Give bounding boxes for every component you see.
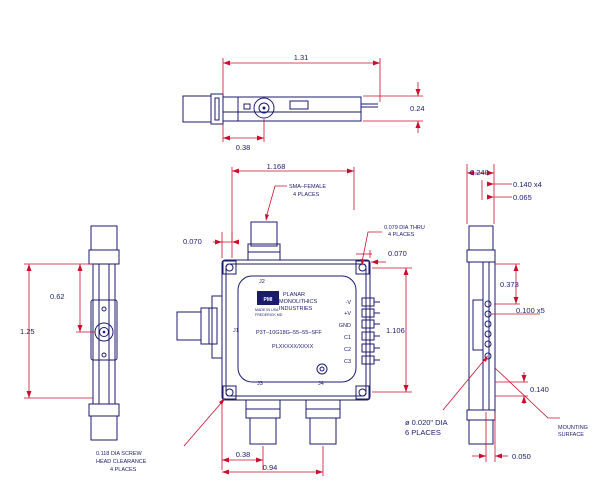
pin-label-pos-v: +V bbox=[344, 311, 351, 317]
sma-connector-j4 bbox=[305, 399, 341, 445]
left-body bbox=[92, 263, 116, 405]
sma-connector-top bbox=[182, 95, 212, 123]
port-label-j4: J4 bbox=[318, 381, 324, 387]
sma-connector-j3 bbox=[245, 399, 281, 445]
pmi-logo bbox=[257, 291, 279, 305]
pin-label-neg-v: -V bbox=[346, 300, 352, 306]
made-in-2: FREDERICK MD bbox=[255, 313, 283, 317]
dim-right-0240: 0.240 bbox=[470, 168, 489, 177]
top-housing-body bbox=[222, 96, 362, 122]
dim-front-094: 0.94 bbox=[263, 463, 278, 472]
company-name-1: PLANAR bbox=[283, 292, 305, 298]
note-mount-2: SURFACE bbox=[558, 432, 584, 438]
dim-left-125: 1.25 bbox=[20, 327, 35, 336]
company-name-3: INDUSTRIES bbox=[279, 306, 313, 312]
note-sma-female-1: SMA–FEMALE bbox=[289, 184, 326, 190]
top-connector-flange bbox=[253, 97, 275, 119]
note-screw-3: 4 PLACES bbox=[110, 467, 137, 473]
front-view: J2 J1 J3 J4 PMI PLANAR MONOLITHICS INDUS… bbox=[96, 162, 425, 476]
mounting-hole-bl bbox=[222, 385, 237, 400]
dim-right-0373: 0.373 bbox=[500, 280, 519, 289]
dim-front-0070-left: 0.070 bbox=[183, 237, 202, 246]
pin-label-gnd: GND bbox=[339, 323, 351, 329]
left-sma-top bbox=[90, 225, 118, 251]
pin-label-c3: C3 bbox=[344, 359, 351, 365]
company-name-2: MONOLITHICS bbox=[279, 299, 318, 305]
dim-right-0050: 0.050 bbox=[512, 452, 531, 461]
note-pin-dia-1: ø 0.020" DIA bbox=[405, 418, 448, 427]
mounting-hole-tl bbox=[222, 260, 237, 275]
serial-number: PLXXXXX/XXXX bbox=[272, 344, 314, 350]
note-mount-1: MOUNTING bbox=[558, 425, 588, 431]
label-plate bbox=[237, 275, 357, 383]
note-thru-1: 0.079 DIA THRU bbox=[384, 225, 425, 231]
port-label-j2: J2 bbox=[259, 279, 265, 285]
dim-top-conn: 0.38 bbox=[236, 143, 251, 152]
dim-right-0140x4: 0.140 x4 bbox=[513, 180, 542, 189]
right-pin-column bbox=[484, 300, 492, 360]
sma-connector-j1 bbox=[176, 295, 223, 359]
sma-connector-j2 bbox=[247, 221, 281, 261]
mounting-hole-br bbox=[355, 385, 370, 400]
dim-left-062: 0.62 bbox=[50, 292, 65, 301]
port-label-j1: J1 bbox=[233, 328, 239, 334]
part-number: P3T–10G18G–55–55–SFF bbox=[256, 330, 322, 336]
top-view: 1.31 0.24 0.38 bbox=[182, 53, 425, 152]
dim-front-038: 0.38 bbox=[236, 450, 251, 459]
front-housing bbox=[221, 259, 371, 401]
note-pin-dia-2: 6 PLACES bbox=[405, 428, 441, 437]
right-sma-top bbox=[468, 225, 494, 251]
dim-front-width: 1.168 bbox=[267, 162, 286, 171]
dim-right-0140: 0.140 bbox=[530, 385, 549, 394]
left-sma-bottom bbox=[90, 415, 118, 441]
note-thru-2: 4 PLACES bbox=[388, 232, 415, 238]
dim-top-height: 0.24 bbox=[410, 104, 425, 113]
dim-front-height: 1.106 bbox=[386, 326, 405, 335]
dim-front-0070-right: 0.070 bbox=[388, 249, 407, 258]
dim-right-0100x5: 0.100 x5 bbox=[516, 306, 545, 315]
sma-hex-detail bbox=[214, 97, 220, 121]
dim-top-width: 1.31 bbox=[294, 53, 309, 62]
right-side-view: 0.240 0.140 x4 0.065 0.373 0.100 x5 0.14… bbox=[405, 164, 588, 462]
dc-pins bbox=[361, 297, 380, 365]
dim-right-0065: 0.065 bbox=[513, 193, 532, 202]
left-side-view: 0.62 1.25 bbox=[20, 225, 120, 441]
pmi-logo-text: PMI bbox=[264, 297, 274, 303]
pin-label-c2: C2 bbox=[344, 347, 351, 353]
ground-screw bbox=[316, 363, 328, 375]
note-sma-female-2: 4 PLACES bbox=[293, 192, 320, 198]
right-sma-bottom bbox=[468, 419, 494, 445]
pin-label-c1: C1 bbox=[344, 335, 351, 341]
note-screw-2: HEAD CLEARANCE bbox=[96, 459, 147, 465]
note-screw-1: 0.118 DIA SCREW bbox=[96, 451, 143, 457]
port-label-j3: J3 bbox=[257, 381, 263, 387]
made-in-1: MADE IN USA bbox=[255, 308, 279, 312]
